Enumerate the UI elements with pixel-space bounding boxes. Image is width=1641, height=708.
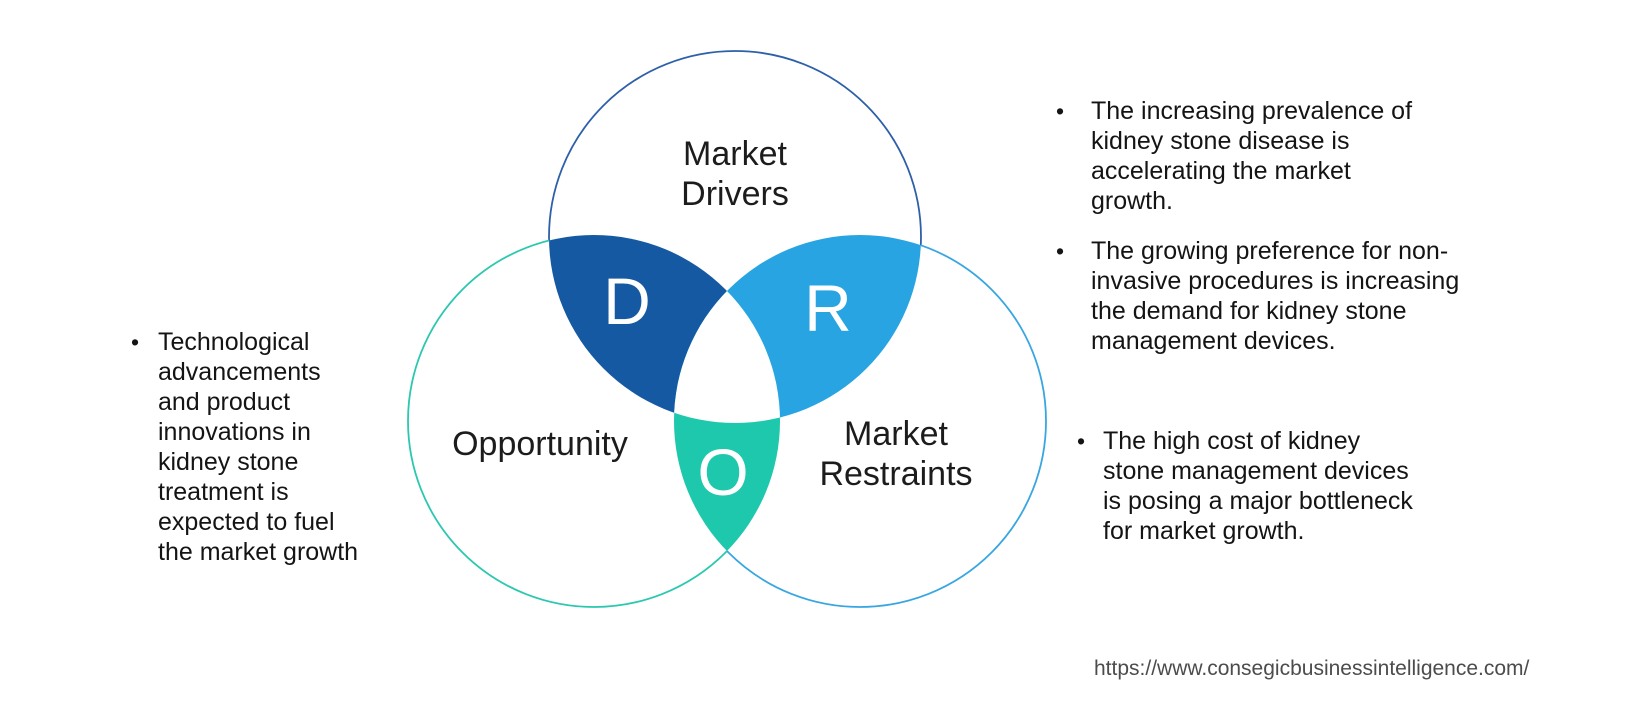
opportunity-letter: O	[697, 435, 748, 509]
drivers-letter: D	[603, 264, 651, 338]
note-line: for market growth.	[1103, 517, 1305, 545]
bullet-marker: •	[1056, 238, 1065, 264]
bullet-marker: •	[1056, 98, 1065, 124]
note-line: Technological	[158, 328, 310, 356]
opportunity-circle-outline	[407, 234, 781, 608]
bullet-item: • The growing preference for non- invasi…	[1056, 236, 1459, 356]
drivers-label-line2: Drivers	[681, 175, 789, 213]
drivers-label-line1: Market	[683, 135, 787, 173]
bullet-text: Technological advancements and product i…	[158, 327, 358, 567]
note-line: and product	[158, 388, 291, 416]
note-line: expected to fuel	[158, 508, 335, 536]
note-line: The growing preference for non-	[1091, 237, 1449, 265]
restraints-letter: R	[804, 271, 852, 345]
note-line: is posing a major bottleneck	[1103, 487, 1413, 515]
note-line: The high cost of kidney	[1103, 427, 1361, 455]
restraints-label-line1: Market	[844, 415, 948, 453]
note-line: innovations in	[158, 418, 311, 446]
bullet-marker: •	[131, 329, 140, 355]
note-line: the demand for kidney stone	[1091, 297, 1407, 325]
opportunity-notes: • Technological advancements and product…	[131, 327, 358, 567]
note-line: invasive procedures is increasing	[1091, 267, 1460, 295]
note-line: treatment is	[158, 478, 289, 506]
note-line: kidney stone disease is	[1091, 127, 1350, 155]
bullet-text: The increasing prevalence of kidney ston…	[1091, 96, 1412, 216]
source-url: https://www.consegicbusinessintelligence…	[1094, 657, 1530, 680]
note-line: stone management devices	[1103, 457, 1409, 485]
bullet-item: • The increasing prevalence of kidney st…	[1056, 96, 1459, 216]
note-line: advancements	[158, 358, 321, 386]
bullet-item: • Technological advancements and product…	[131, 327, 358, 567]
note-line: kidney stone	[158, 448, 299, 476]
bullet-text: The high cost of kidney stone management…	[1103, 426, 1413, 546]
note-line: accelerating the market	[1091, 157, 1351, 185]
restraints-notes: • The high cost of kidney stone manageme…	[1077, 426, 1413, 546]
drivers-notes: • The increasing prevalence of kidney st…	[1056, 96, 1459, 356]
bullet-item: • The high cost of kidney stone manageme…	[1077, 426, 1413, 546]
restraints-label-line2: Restraints	[819, 455, 972, 493]
bullet-text: The growing preference for non- invasive…	[1091, 236, 1459, 356]
note-line: management devices.	[1091, 327, 1336, 355]
bullet-marker: •	[1077, 428, 1086, 454]
opportunity-label: Opportunity	[452, 425, 628, 463]
restraints-circle-outline	[673, 234, 1047, 608]
note-line: the market growth	[158, 538, 359, 566]
note-line: growth.	[1091, 187, 1173, 215]
drivers-circle-outline	[548, 50, 922, 424]
note-line: The increasing prevalence of	[1091, 97, 1413, 125]
